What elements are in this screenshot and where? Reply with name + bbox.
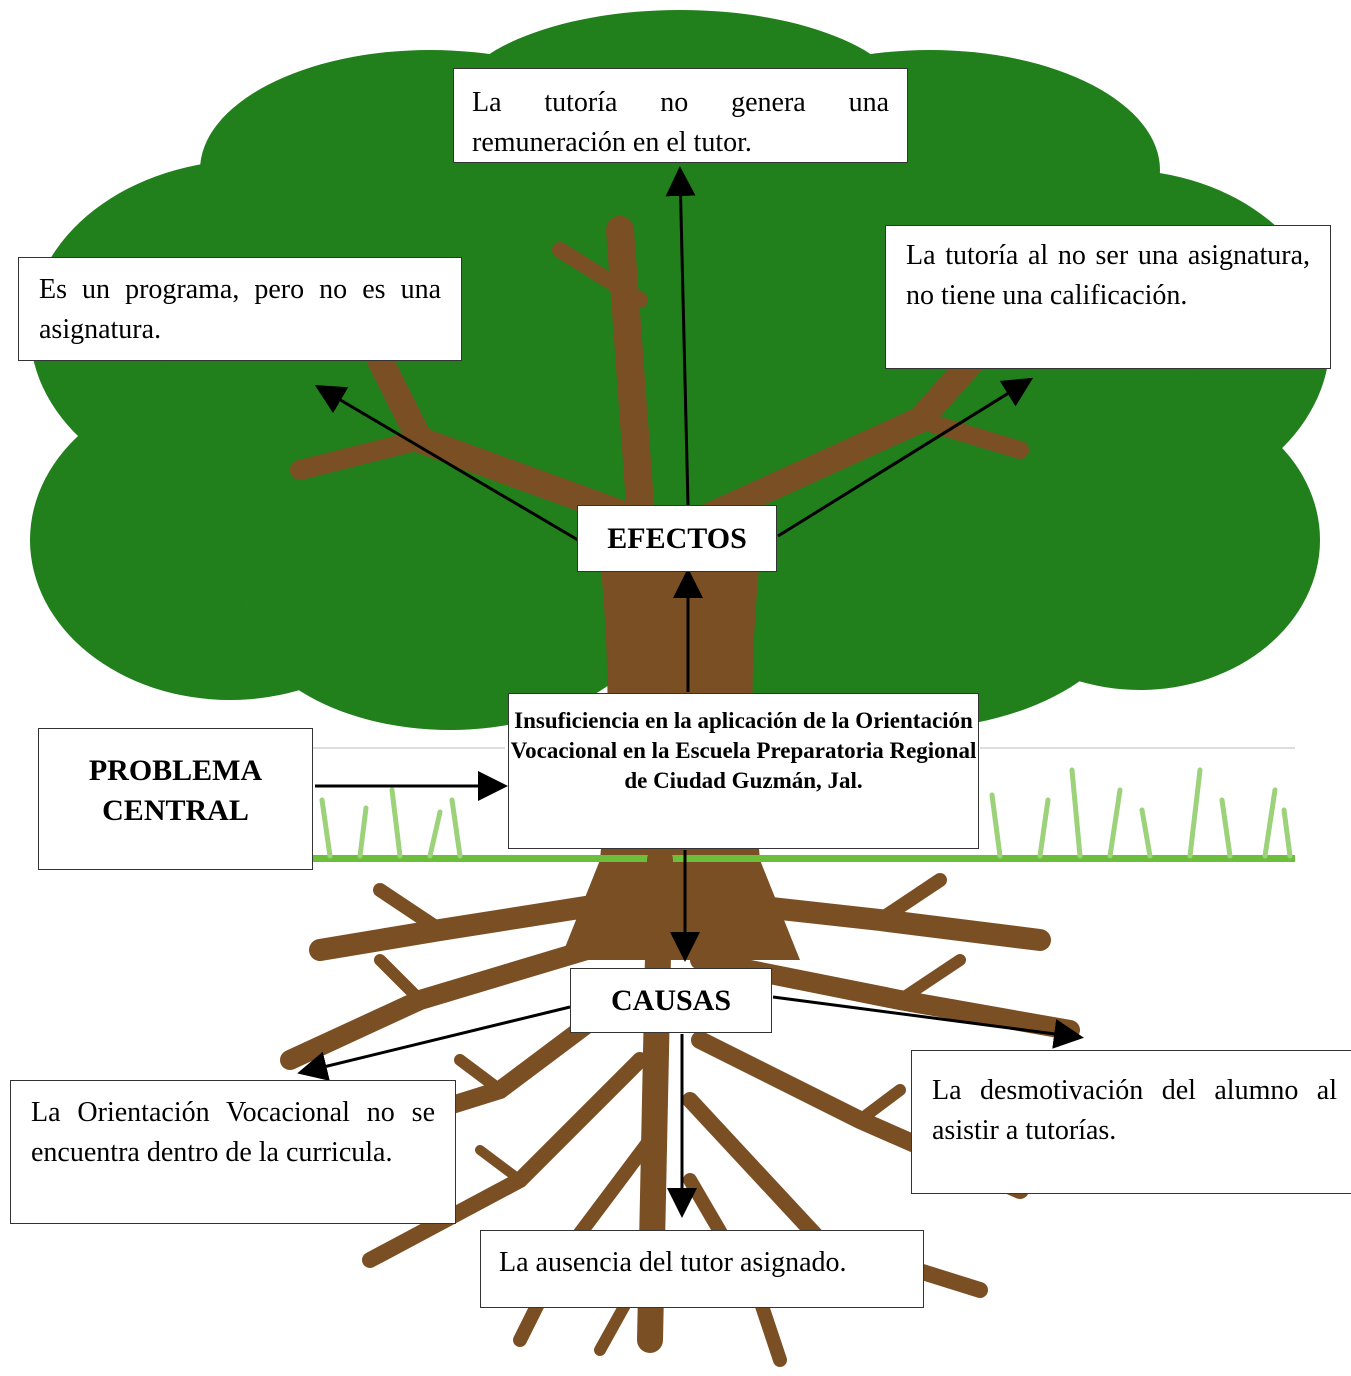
effect-text-left: Es un programa, pero no es una asignatur… — [39, 274, 441, 345]
cause-box-left: La Orientación Vocacional no se encuentr… — [10, 1080, 456, 1224]
problema-central-heading: PROBLEMA CENTRAL — [88, 754, 263, 827]
effect-box-right: La tutoría al no ser una asignatura, no … — [885, 225, 1331, 369]
effect-box-top: La tutoría no genera una remuneración en… — [453, 68, 908, 163]
arrow-efectos-to-top — [665, 166, 696, 506]
cause-text-bottom: La ausencia del tutor asignado. — [499, 1247, 847, 1278]
central-problem-box: Insuficiencia en la aplicación de la Ori… — [508, 693, 979, 849]
causas-heading: CAUSAS — [610, 984, 732, 1017]
effect-text-top: La tutoría no genera una remuneración en… — [472, 87, 889, 158]
problema-central-box: PROBLEMA CENTRAL — [38, 728, 313, 870]
cause-box-bottom: La ausencia del tutor asignado. — [480, 1230, 924, 1308]
causas-heading-box: CAUSAS — [570, 968, 772, 1033]
efectos-heading-box: EFECTOS — [577, 505, 777, 572]
efectos-heading: EFECTOS — [607, 522, 747, 555]
cause-box-right: La desmotivación del alumno al asistir a… — [911, 1050, 1351, 1194]
connector-arrows — [297, 166, 1084, 1218]
cause-text-left: La Orientación Vocacional no se encuentr… — [31, 1097, 435, 1168]
arrow-efectos-to-left — [314, 384, 579, 542]
arrow-causas-to-left — [297, 1005, 571, 1081]
cause-text-right: La desmotivación del alumno al asistir a… — [932, 1075, 1337, 1146]
effect-box-left: Es un programa, pero no es una asignatur… — [18, 257, 462, 361]
grass — [313, 747, 1295, 862]
arrow-efectos-to-right — [777, 377, 1034, 538]
arrow-causas-to-right — [772, 995, 1084, 1049]
effect-text-right: La tutoría al no ser una asignatura, no … — [906, 240, 1310, 311]
central-problem-text: Insuficiencia en la aplicación de la Ori… — [510, 708, 977, 793]
